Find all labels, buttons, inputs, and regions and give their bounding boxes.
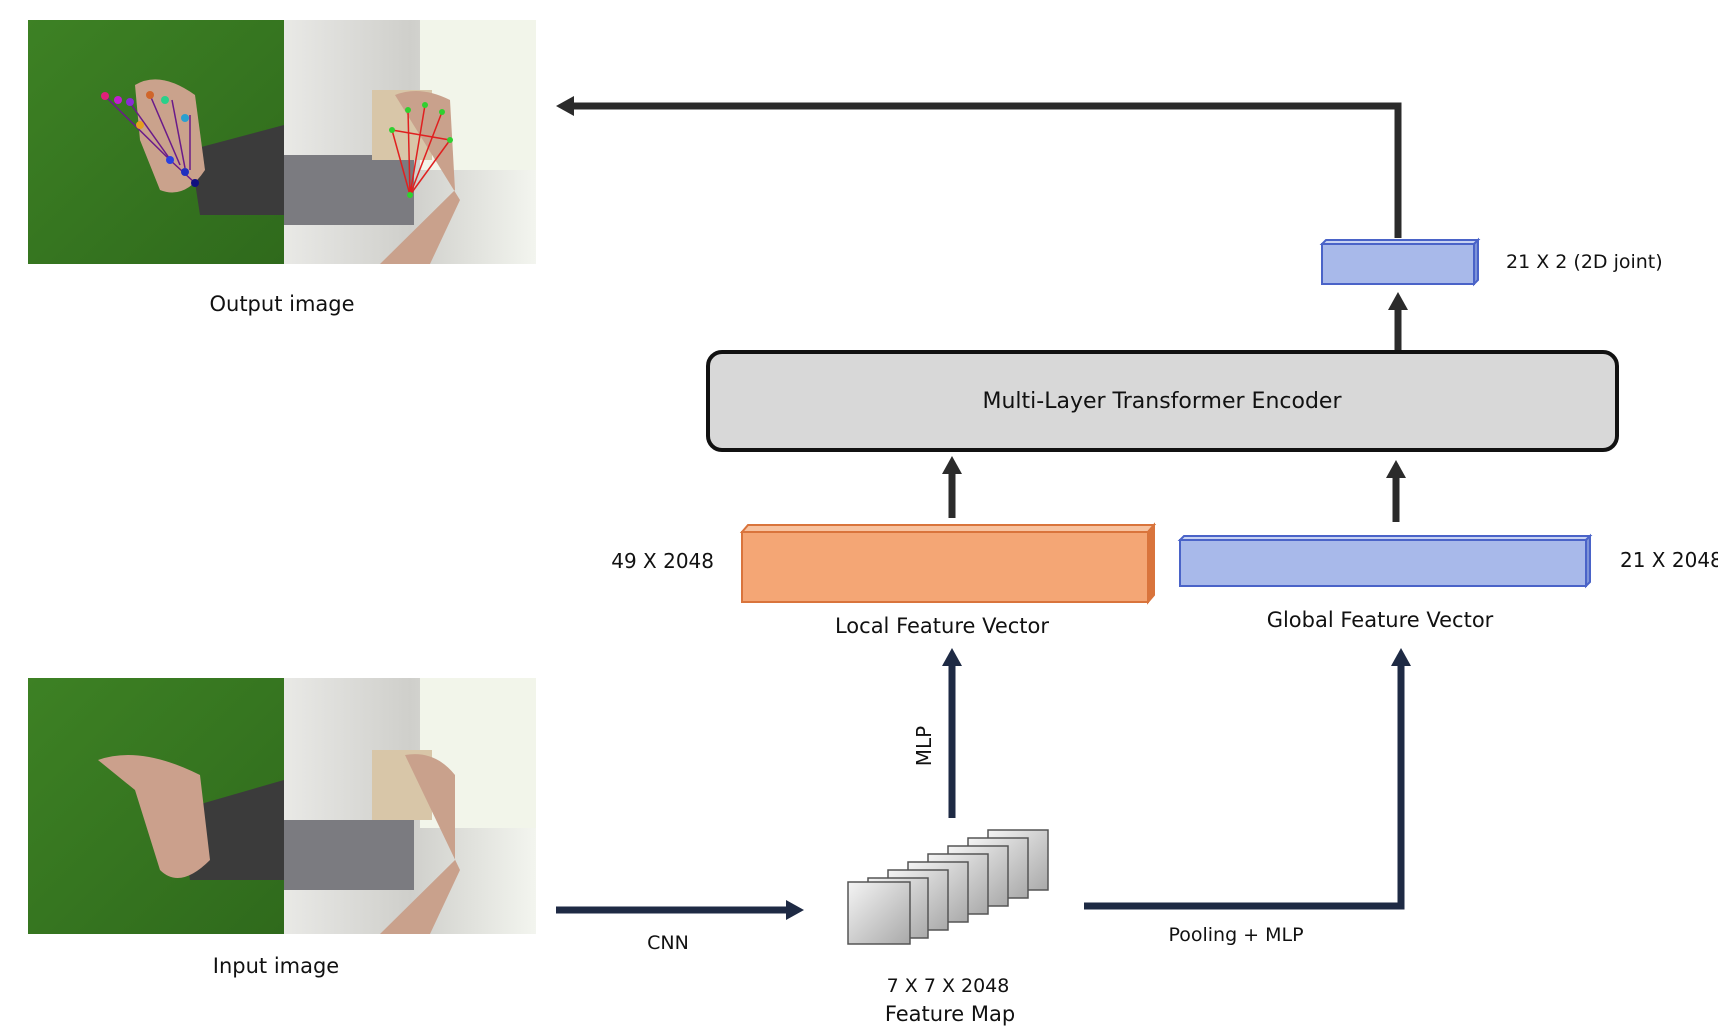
arrow-pooling-mlp-head — [1391, 648, 1411, 666]
input-image-caption: Input image — [212, 954, 340, 978]
output-hand-left — [135, 79, 205, 193]
output-keypoints-right — [391, 104, 451, 196]
output-bed — [284, 155, 414, 225]
encoder-box — [706, 350, 1619, 452]
input-hand-right — [380, 754, 460, 934]
input-hand-left — [98, 755, 210, 878]
output-hand-right — [380, 91, 460, 264]
feature-map-label: Feature Map — [884, 1002, 1016, 1026]
arrow-joints-to-output-head — [556, 96, 574, 116]
feature-map-stack — [847, 829, 1049, 945]
joint-output-box — [1319, 237, 1481, 287]
arrow-joints-to-output — [572, 102, 1402, 238]
encoder-label: Multi-Layer Transformer Encoder — [982, 388, 1342, 414]
arrow-encoder-to-joints-head — [1388, 292, 1408, 310]
input-image — [28, 678, 536, 934]
arrow-local-to-encoder-head — [942, 456, 962, 474]
local-feature-label: Local Feature Vector — [834, 614, 1050, 638]
output-image-caption: Output image — [209, 292, 355, 316]
local-feature-dims: 49 X 2048 — [611, 549, 714, 573]
arrow-global-to-encoder-head — [1386, 460, 1406, 478]
cnn-edge-label: CNN — [647, 932, 689, 954]
output-image — [28, 20, 536, 264]
feature-map-card-front — [847, 881, 911, 945]
arrow-pooling-mlp — [1084, 664, 1405, 910]
feature-map-dims: 7 X 7 X 2048 — [886, 975, 1010, 997]
global-feature-box — [1177, 533, 1593, 589]
output-keypoint-dots-left — [101, 91, 199, 187]
output-arm-sleeve — [190, 125, 284, 215]
global-feature-label: Global Feature Vector — [1266, 608, 1494, 632]
global-feature-dims: 21 X 2048 — [1620, 548, 1718, 572]
local-feature-box — [739, 522, 1157, 605]
input-bed — [284, 820, 414, 890]
pooling-edge-label: Pooling + MLP — [1168, 924, 1304, 946]
joint-output-label: 21 X 2 (2D joint) — [1506, 251, 1663, 273]
arrow-mlp-head — [942, 648, 962, 666]
arrow-cnn-head — [786, 900, 804, 920]
mlp-edge-label: MLP — [912, 725, 937, 767]
output-keypoint-dots-right — [389, 102, 453, 198]
